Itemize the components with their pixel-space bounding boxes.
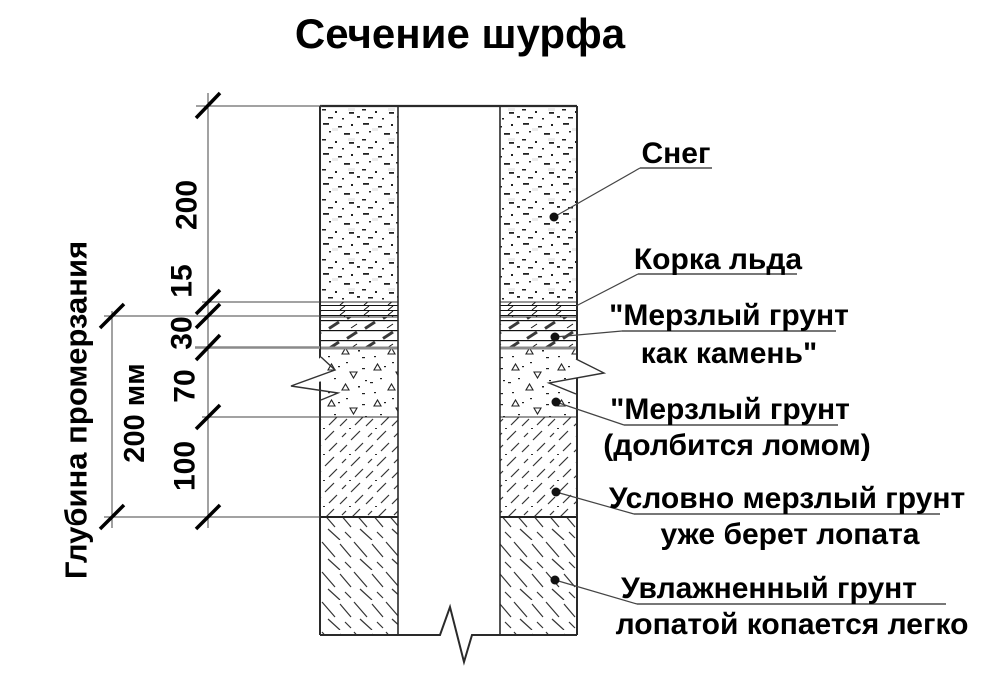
dim-frozen-crowbar: 70 [169, 369, 202, 402]
dim-frozen-stone: 30 [166, 316, 199, 349]
left-break-icon [290, 356, 341, 401]
dimension-ticks [98, 91, 222, 531]
right-break-icon [546, 358, 607, 395]
dim-cond-frozen: 100 [169, 441, 202, 491]
label-cond-frozen-line1: Условно мерзлый грунт [609, 482, 965, 515]
layer-ice-left [320, 302, 398, 317]
dim-ice-crust: 15 [166, 264, 199, 297]
dim-frost-depth: 200 мм [119, 363, 151, 462]
dimension-chain: 200 15 30 70 100 200 мм Глубина промерза… [59, 91, 322, 579]
label-moist-line1: Увлажненный грунт [621, 572, 917, 605]
leader-dot-frozen-stone [550, 332, 560, 342]
drawing-title: Сечение шурфа [295, 10, 626, 57]
bottom-break-icon [320, 603, 577, 666]
layer-moist-left [320, 517, 398, 635]
layer-snow-left [320, 106, 398, 302]
soil-columns [320, 106, 577, 635]
label-moist-line2: лопатой копается легко [616, 608, 969, 641]
leader-dot-frozen-crowbar [551, 397, 561, 407]
layer-moist-right [500, 517, 577, 635]
label-ice-crust: Корка льда [634, 243, 803, 276]
leader-dots [549, 212, 561, 585]
annotations: Снег Корка льда "Мерзлый грунт как камен… [549, 137, 969, 641]
leader-dot-moist [550, 575, 560, 585]
dim-snow: 200 [171, 180, 204, 230]
label-frozen-stone-line2: как камень" [641, 337, 817, 370]
layer-frozen-stone-right [500, 317, 577, 348]
leader-dot-snow [549, 212, 559, 222]
label-snow: Снег [642, 137, 711, 170]
layer-snow-right [500, 106, 577, 302]
layer-cond-frozen-right [500, 417, 577, 517]
label-cond-frozen-line2: уже берет лопата [661, 518, 920, 551]
label-frozen-crowbar-line1: "Мерзлый грунт [610, 393, 850, 426]
frost-depth-label: Глубина промерзания [59, 241, 94, 579]
label-frozen-crowbar-line2: (долбится ломом) [603, 429, 871, 462]
break-marks [289, 356, 607, 401]
layer-frozen-stone-left [320, 317, 398, 348]
label-frozen-stone-line1: "Мерзлый грунт [609, 299, 849, 332]
layer-cond-frozen-left [320, 417, 398, 517]
layer-boundaries [320, 301, 577, 418]
leader-dot-cond-frozen [551, 487, 561, 497]
layer-ice-right [500, 302, 577, 317]
